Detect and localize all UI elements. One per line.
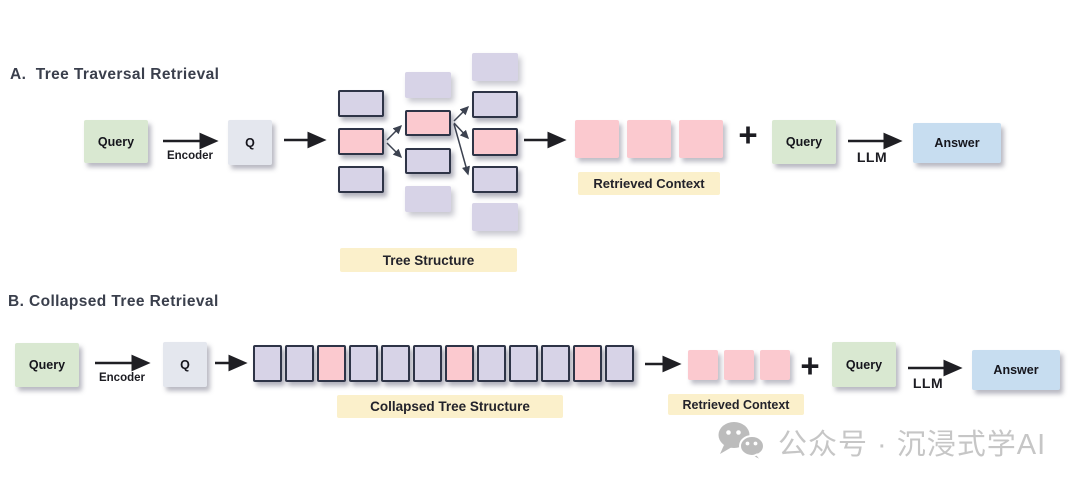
retrieved-context-label-b: Retrieved Context: [668, 394, 804, 415]
plus-sign-a: +: [738, 116, 758, 153]
retrieved-chunk: [724, 350, 754, 380]
retrieved-context-chunks-a: [575, 120, 723, 158]
collapsed-tree-row: [253, 345, 634, 382]
tree-node-purple: [472, 90, 518, 118]
llm-arrow-label-b: LLM: [912, 375, 944, 391]
encoder-arrow-label-b: Encoder: [98, 372, 145, 384]
tree-structure-label: Tree Structure: [340, 248, 517, 272]
answer-box-b: Answer: [972, 350, 1060, 390]
summary-node-purple: [472, 203, 518, 231]
query-box-b2: Query: [832, 342, 896, 387]
tree-node-purple: [405, 148, 451, 174]
query-box-b: Query: [15, 343, 79, 387]
encoder-arrow-label-a: Encoder: [166, 150, 213, 162]
tree-node-purple: [349, 345, 378, 382]
retrieved-context-label-a: Retrieved Context: [578, 172, 720, 195]
query-box-a: Query: [84, 120, 148, 163]
tree-node-purple: [477, 345, 506, 382]
encoded-query-box-b: Q: [163, 342, 207, 387]
retrieved-chunk: [575, 120, 619, 158]
query-box-a2: Query: [772, 120, 836, 164]
retrieved-chunk: [679, 120, 723, 158]
section-a-title: A. Tree Traversal Retrieval: [10, 66, 220, 83]
answer-box-a: Answer: [913, 123, 1001, 163]
watermark: 公众号 · 沉浸式学AI: [716, 420, 1046, 464]
collapsed-tree-structure-label: Collapsed Tree Structure: [337, 395, 563, 418]
tree-node-purple: [285, 345, 314, 382]
tree-column-3: [472, 53, 518, 231]
retrieved-context-chunks-b: [688, 350, 790, 380]
summary-node-purple: [405, 72, 451, 98]
tree-node-purple: [338, 166, 384, 193]
tree-node-purple: [413, 345, 442, 382]
tree-node-purple: [381, 345, 410, 382]
watermark-text: 公众号 · 沉浸式学AI: [778, 429, 1047, 461]
tree-node-purple: [472, 165, 518, 193]
tree-node-purple: [253, 345, 282, 382]
tree-node-purple: [338, 90, 384, 117]
wechat-icon: [718, 422, 765, 463]
tree-node-pink: [338, 128, 384, 155]
encoded-query-box-a: Q: [228, 120, 272, 165]
tree-node-pink: [317, 345, 346, 382]
tree-column-1: [338, 90, 384, 193]
llm-arrow-label-a: LLM: [856, 149, 888, 165]
summary-node-purple: [472, 53, 518, 81]
tree-node-pink: [573, 345, 602, 382]
summary-node-purple: [405, 186, 451, 212]
retrieved-chunk: [688, 350, 718, 380]
retrieved-chunk: [760, 350, 790, 380]
tree-column-2: [405, 72, 451, 212]
section-b-title: B. Collapsed Tree Retrieval: [8, 293, 219, 310]
tree-node-purple: [605, 345, 634, 382]
tree-node-purple: [541, 345, 570, 382]
plus-sign-b: +: [800, 347, 820, 384]
tree-node-purple: [509, 345, 538, 382]
tree-node-pink: [445, 345, 474, 382]
tree-node-pink: [472, 128, 518, 156]
tree-node-pink: [405, 110, 451, 136]
retrieved-chunk: [627, 120, 671, 158]
